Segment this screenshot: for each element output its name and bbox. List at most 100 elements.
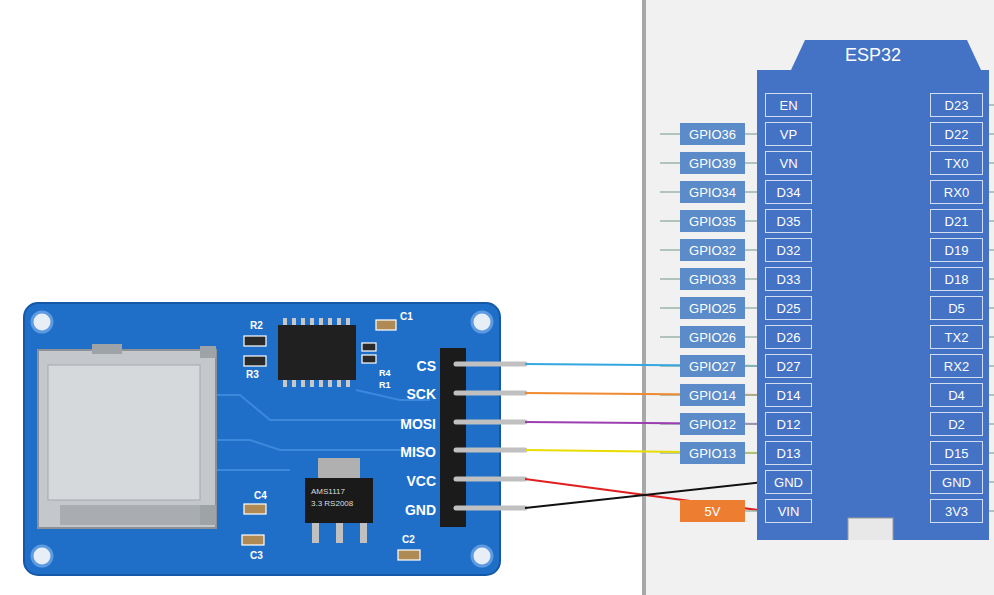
pin-label: CS (417, 358, 436, 375)
panel-divider (642, 0, 646, 595)
component-label: R4 (379, 368, 391, 379)
pin-name: D22 (945, 127, 969, 142)
pin-name: VIN (778, 504, 800, 519)
pin-name: GPIO25 (689, 301, 736, 316)
component-label: R3 (246, 369, 259, 381)
pin-box: D15 (930, 441, 983, 465)
gpio-label: GPIO33 (680, 268, 745, 290)
component-label: C1 (400, 311, 413, 323)
wires (525, 364, 765, 511)
pin-box: VIN (765, 499, 812, 523)
pin-box: D18 (930, 267, 983, 291)
sd-card-module (24, 303, 525, 575)
pin-box: D13 (765, 441, 812, 465)
pin-box: D2 (930, 412, 983, 436)
pin-name: D2 (948, 417, 965, 432)
pin-box: D26 (765, 325, 812, 349)
pin-box: EN (765, 93, 812, 117)
pin-name: GPIO34 (689, 185, 736, 200)
pin-name: D27 (777, 359, 801, 374)
pin-box: D19 (930, 238, 983, 262)
component-label: C3 (250, 550, 263, 562)
pin-box: TX0 (930, 151, 983, 175)
component-label: C4 (254, 490, 267, 502)
pin-name: D4 (948, 388, 965, 403)
pin-name: 5V (705, 504, 721, 519)
usb-port (848, 518, 893, 540)
esp32-board: ESP32ENVPVND34D35D32D33D25D26D27D14D12D1… (757, 40, 989, 540)
pin-name: D26 (777, 330, 801, 345)
pin-name: D12 (777, 417, 801, 432)
gpio-label: GPIO27 (680, 355, 745, 377)
pin-name: GPIO33 (689, 272, 736, 287)
pin-name: GND (942, 475, 971, 490)
pin-name: D21 (945, 214, 969, 229)
pin-name: D23 (945, 98, 969, 113)
pin-box: D12 (765, 412, 812, 436)
gpio-label: GPIO34 (680, 181, 745, 203)
board-title: ESP32 (757, 44, 989, 66)
pin-box: D5 (930, 296, 983, 320)
pin-box: GND (930, 470, 983, 494)
pin-name: GPIO39 (689, 156, 736, 171)
pin-name: VN (779, 156, 797, 171)
pin-box: RX0 (930, 180, 983, 204)
pin-name: D25 (777, 301, 801, 316)
pin-box: D25 (765, 296, 812, 320)
pin-name: GPIO32 (689, 243, 736, 258)
pin-box: D27 (765, 354, 812, 378)
component-label: R1 (379, 380, 391, 391)
pin-name: TX2 (945, 330, 969, 345)
pin-box: D33 (765, 267, 812, 291)
gpio-label: GPIO12 (680, 413, 745, 435)
pin-box: D4 (930, 383, 983, 407)
pin-name: GPIO36 (689, 127, 736, 142)
gpio-label: GPIO25 (680, 297, 745, 319)
pin-name: D19 (945, 243, 969, 258)
pin-box: D23 (930, 93, 983, 117)
pin-name: GND (774, 475, 803, 490)
gpio-label: GPIO26 (680, 326, 745, 348)
pin-name: GPIO13 (689, 446, 736, 461)
pin-name: D34 (777, 185, 801, 200)
pin-name: GPIO35 (689, 214, 736, 229)
pin-label: GND (405, 502, 436, 519)
panel-ground (646, 0, 994, 595)
board-shape (757, 40, 989, 540)
pin-name: EN (779, 98, 797, 113)
pin-label: MISO (400, 444, 436, 461)
pin-name: TX0 (945, 156, 969, 171)
pin-label: SCK (406, 386, 436, 403)
gpio-label: GPIO32 (680, 239, 745, 261)
pin-box: VP (765, 122, 812, 146)
pin-box: D14 (765, 383, 812, 407)
pin-box: RX2 (930, 354, 983, 378)
pin-name: D5 (948, 301, 965, 316)
pin-box: D22 (930, 122, 983, 146)
pin-label: MOSI (400, 416, 436, 433)
power-label: 5V (680, 500, 745, 522)
pin-box: D32 (765, 238, 812, 262)
chip-marking: 3.3 RS2008 (311, 499, 353, 509)
pin-name: VP (780, 127, 797, 142)
pin-box: VN (765, 151, 812, 175)
pin-name: GPIO26 (689, 330, 736, 345)
pin-box: TX2 (930, 325, 983, 349)
pin-box: 3V3 (930, 499, 983, 523)
chip-marking: AMS1117 (311, 487, 345, 497)
gpio-label: GPIO39 (680, 152, 745, 174)
gpio-label: GPIO36 (680, 123, 745, 145)
pin-name: D33 (777, 272, 801, 287)
pin-name: 3V3 (945, 504, 968, 519)
component-label: C2 (402, 534, 415, 546)
gpio-label: GPIO14 (680, 384, 745, 406)
gpio-label: GPIO35 (680, 210, 745, 232)
pin-box: GND (765, 470, 812, 494)
pin-box: D35 (765, 209, 812, 233)
pin-name: D35 (777, 214, 801, 229)
pin-name: D13 (777, 446, 801, 461)
pin-name: GPIO12 (689, 417, 736, 432)
pin-name: D14 (777, 388, 801, 403)
pin-name: GPIO14 (689, 388, 736, 403)
